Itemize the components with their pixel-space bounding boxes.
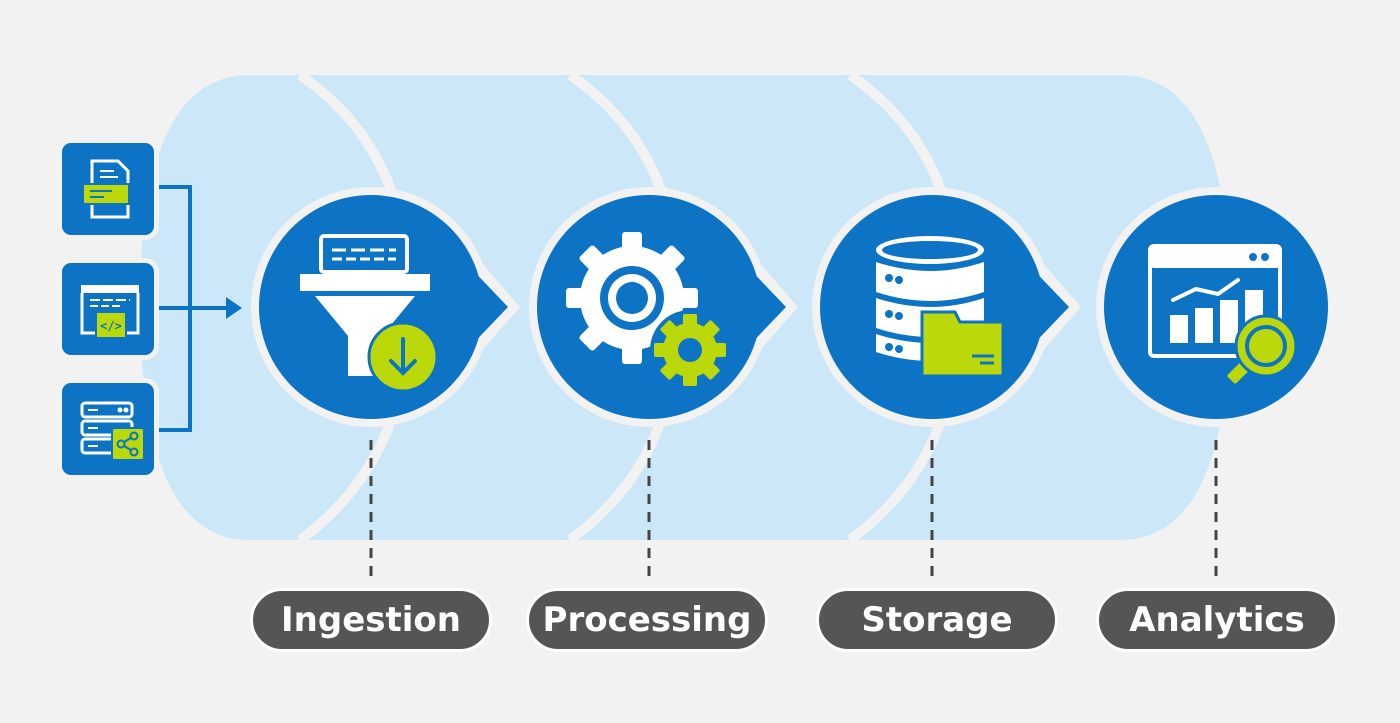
stage-label-storage: Storage [816,588,1058,652]
source-server-share [57,378,159,480]
funnel-download-icon [300,234,439,393]
document-icon [82,159,130,219]
source-connector [158,185,228,432]
chart-magnifier-icon [1148,244,1298,384]
stage-analytics-bubble [1096,187,1336,427]
stage-label-ingestion: Ingestion [250,588,492,652]
dashed-connectors [369,440,1218,580]
connector-arrow-icon [226,297,242,319]
svg-text:</>: </> [100,319,122,333]
gears-icon [566,232,730,390]
stage-label-processing: Processing [526,588,768,652]
stage-label-analytics: Analytics [1096,588,1338,652]
database-folder-icon [876,236,1005,378]
source-document [57,138,159,240]
source-code: </> [57,258,159,360]
server-share-icon [80,401,145,461]
code-window-icon: </> [80,285,140,339]
